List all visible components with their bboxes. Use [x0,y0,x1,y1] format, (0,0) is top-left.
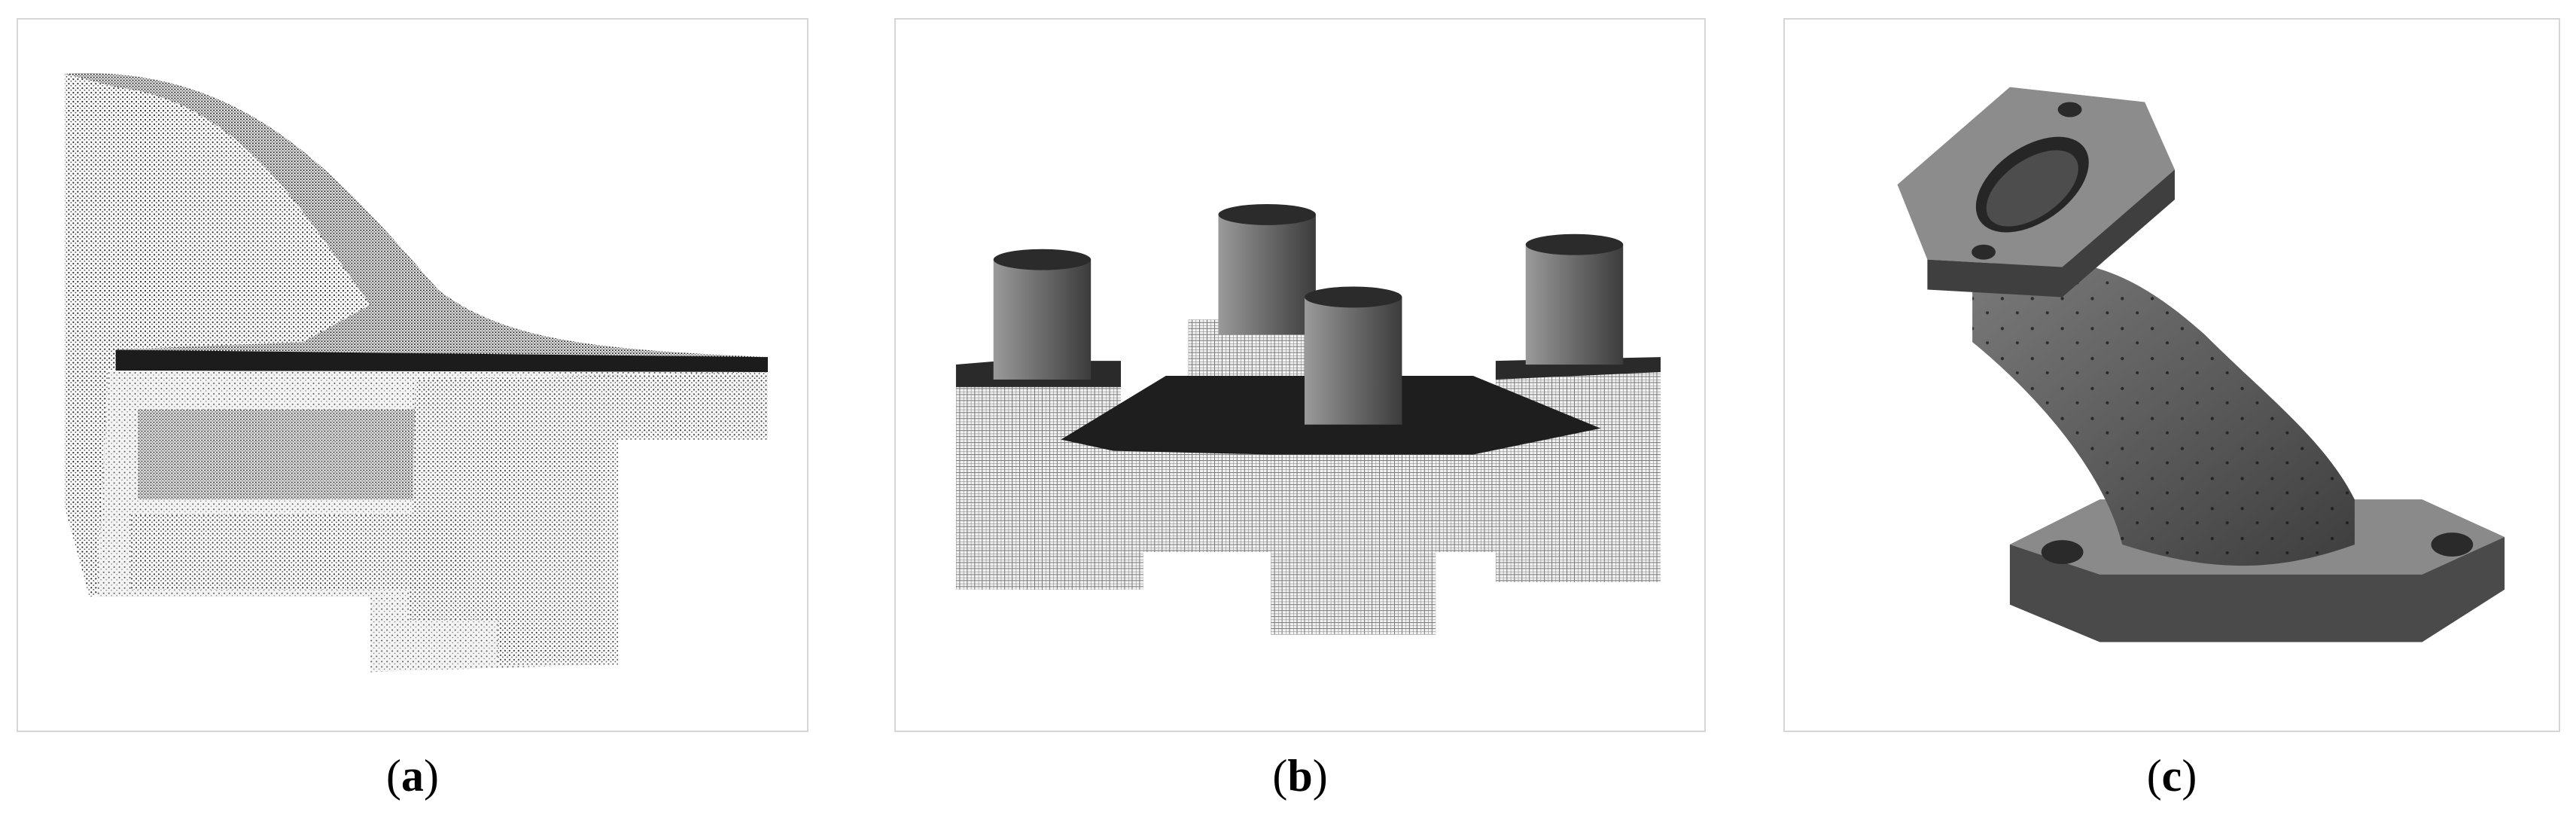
point-cloud-model-image [64,72,769,673]
mesh-model-image [955,203,1661,635]
panel-b-caption: (b) [1272,751,1328,801]
figure-panel-b [894,18,1706,732]
panel-c-caption: (c) [2146,751,2197,801]
figure-panel-a [17,18,808,732]
shaded-solid-model-image [1897,87,2505,642]
figure-panel-c [1783,18,2560,732]
panel-a-caption: (a) [386,751,439,801]
